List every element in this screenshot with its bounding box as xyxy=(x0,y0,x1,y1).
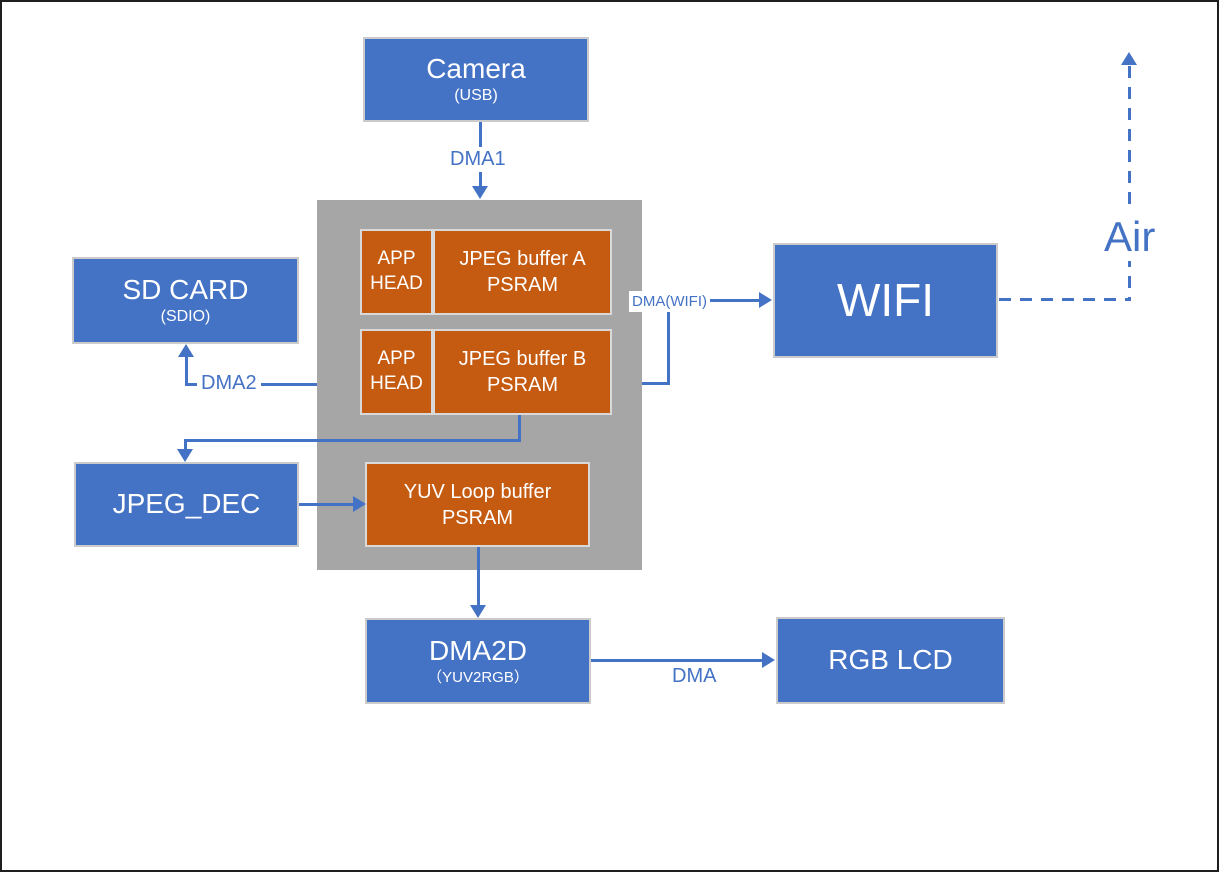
camera-node-subtitle: (USB) xyxy=(454,87,498,105)
rgb-lcd-node-title: RGB LCD xyxy=(828,644,953,676)
yuv-loop-buffer-memory: PSRAM xyxy=(441,506,514,529)
jpeg-buffer-b-memory: PSRAM xyxy=(486,374,559,396)
buffer-to-wifi-elbow-vertical xyxy=(667,311,670,385)
jpeg-buffer-a-name: JPEG buffer A xyxy=(459,248,586,270)
buffer-to-jpegdec-line-stub xyxy=(184,439,187,451)
wifi-to-air-dashed-horizontal xyxy=(999,298,1131,301)
jpeg-dec-node: JPEG_DEC xyxy=(74,462,299,547)
jpeg-buffer-b-app-head-label: APP HEAD xyxy=(370,348,423,394)
wifi-to-air-arrowhead-icon xyxy=(1121,52,1137,65)
camera-node-title: Camera xyxy=(426,53,526,85)
yuv-loop-buffer-name: YUV Loop buffer xyxy=(403,480,552,503)
air-label: Air xyxy=(1098,213,1162,262)
dma2-label: DMA2 xyxy=(197,371,261,396)
dma2d-to-lcd-line xyxy=(591,659,765,662)
jpeg-buffer-a: JPEG buffer A PSRAM xyxy=(433,229,612,315)
jpeg-buffer-b: JPEG buffer B PSRAM xyxy=(433,329,612,415)
jpeg-buffer-b-app-head: APP HEAD xyxy=(360,329,433,415)
jpegdec-to-yuv-arrowhead-icon xyxy=(353,496,366,512)
buffer-to-wifi-line xyxy=(706,299,761,302)
buffer-to-jpegdec-arrowhead-icon xyxy=(177,449,193,462)
buffer-to-jpegdec-line-horizontal xyxy=(185,439,521,442)
sd-card-node-title: SD CARD xyxy=(122,274,249,306)
sd-card-node-subtitle: (SDIO) xyxy=(160,308,211,326)
yuv-to-dma2d-line xyxy=(477,547,480,607)
dma1-label: DMA1 xyxy=(446,147,510,172)
dma-wifi-label: DMA(WIFI) xyxy=(629,291,710,313)
wifi-node-title: WIFI xyxy=(836,274,935,327)
camera-node: Camera (USB) xyxy=(363,37,589,122)
dma1-arrowhead-icon xyxy=(472,186,488,199)
dma2d-node-subtitle: （YUV2RGB） xyxy=(427,669,529,687)
sd-card-node: SD CARD (SDIO) xyxy=(72,257,299,344)
dma2d-to-lcd-arrowhead-icon xyxy=(762,652,775,668)
jpeg-buffer-a-app-head: APP HEAD xyxy=(360,229,433,315)
dma2-arrowhead-icon xyxy=(178,344,194,357)
jpeg-dec-node-title: JPEG_DEC xyxy=(112,488,261,520)
dma2d-node: DMA2D （YUV2RGB） xyxy=(365,618,591,704)
rgb-lcd-node: RGB LCD xyxy=(776,617,1005,704)
dma2d-node-title: DMA2D xyxy=(428,635,527,667)
dma-label: DMA xyxy=(672,665,717,687)
buffer-to-jpegdec-line-drop xyxy=(518,415,521,441)
yuv-loop-buffer: YUV Loop buffer PSRAM xyxy=(365,462,590,547)
wifi-node: WIFI xyxy=(773,243,998,358)
buffer-to-wifi-arrowhead-icon xyxy=(759,292,772,308)
jpeg-buffer-a-app-head-label: APP HEAD xyxy=(370,248,423,294)
jpegdec-to-yuv-line xyxy=(299,503,355,506)
wifi-to-air-dashed-vertical xyxy=(1128,66,1131,299)
yuv-to-dma2d-arrowhead-icon xyxy=(470,605,486,618)
dma2-connector-line-vertical xyxy=(185,354,188,385)
buffer-to-wifi-elbow-horizontal xyxy=(642,382,670,385)
jpeg-buffer-a-memory: PSRAM xyxy=(486,274,559,296)
jpeg-buffer-b-name: JPEG buffer B xyxy=(458,348,587,370)
